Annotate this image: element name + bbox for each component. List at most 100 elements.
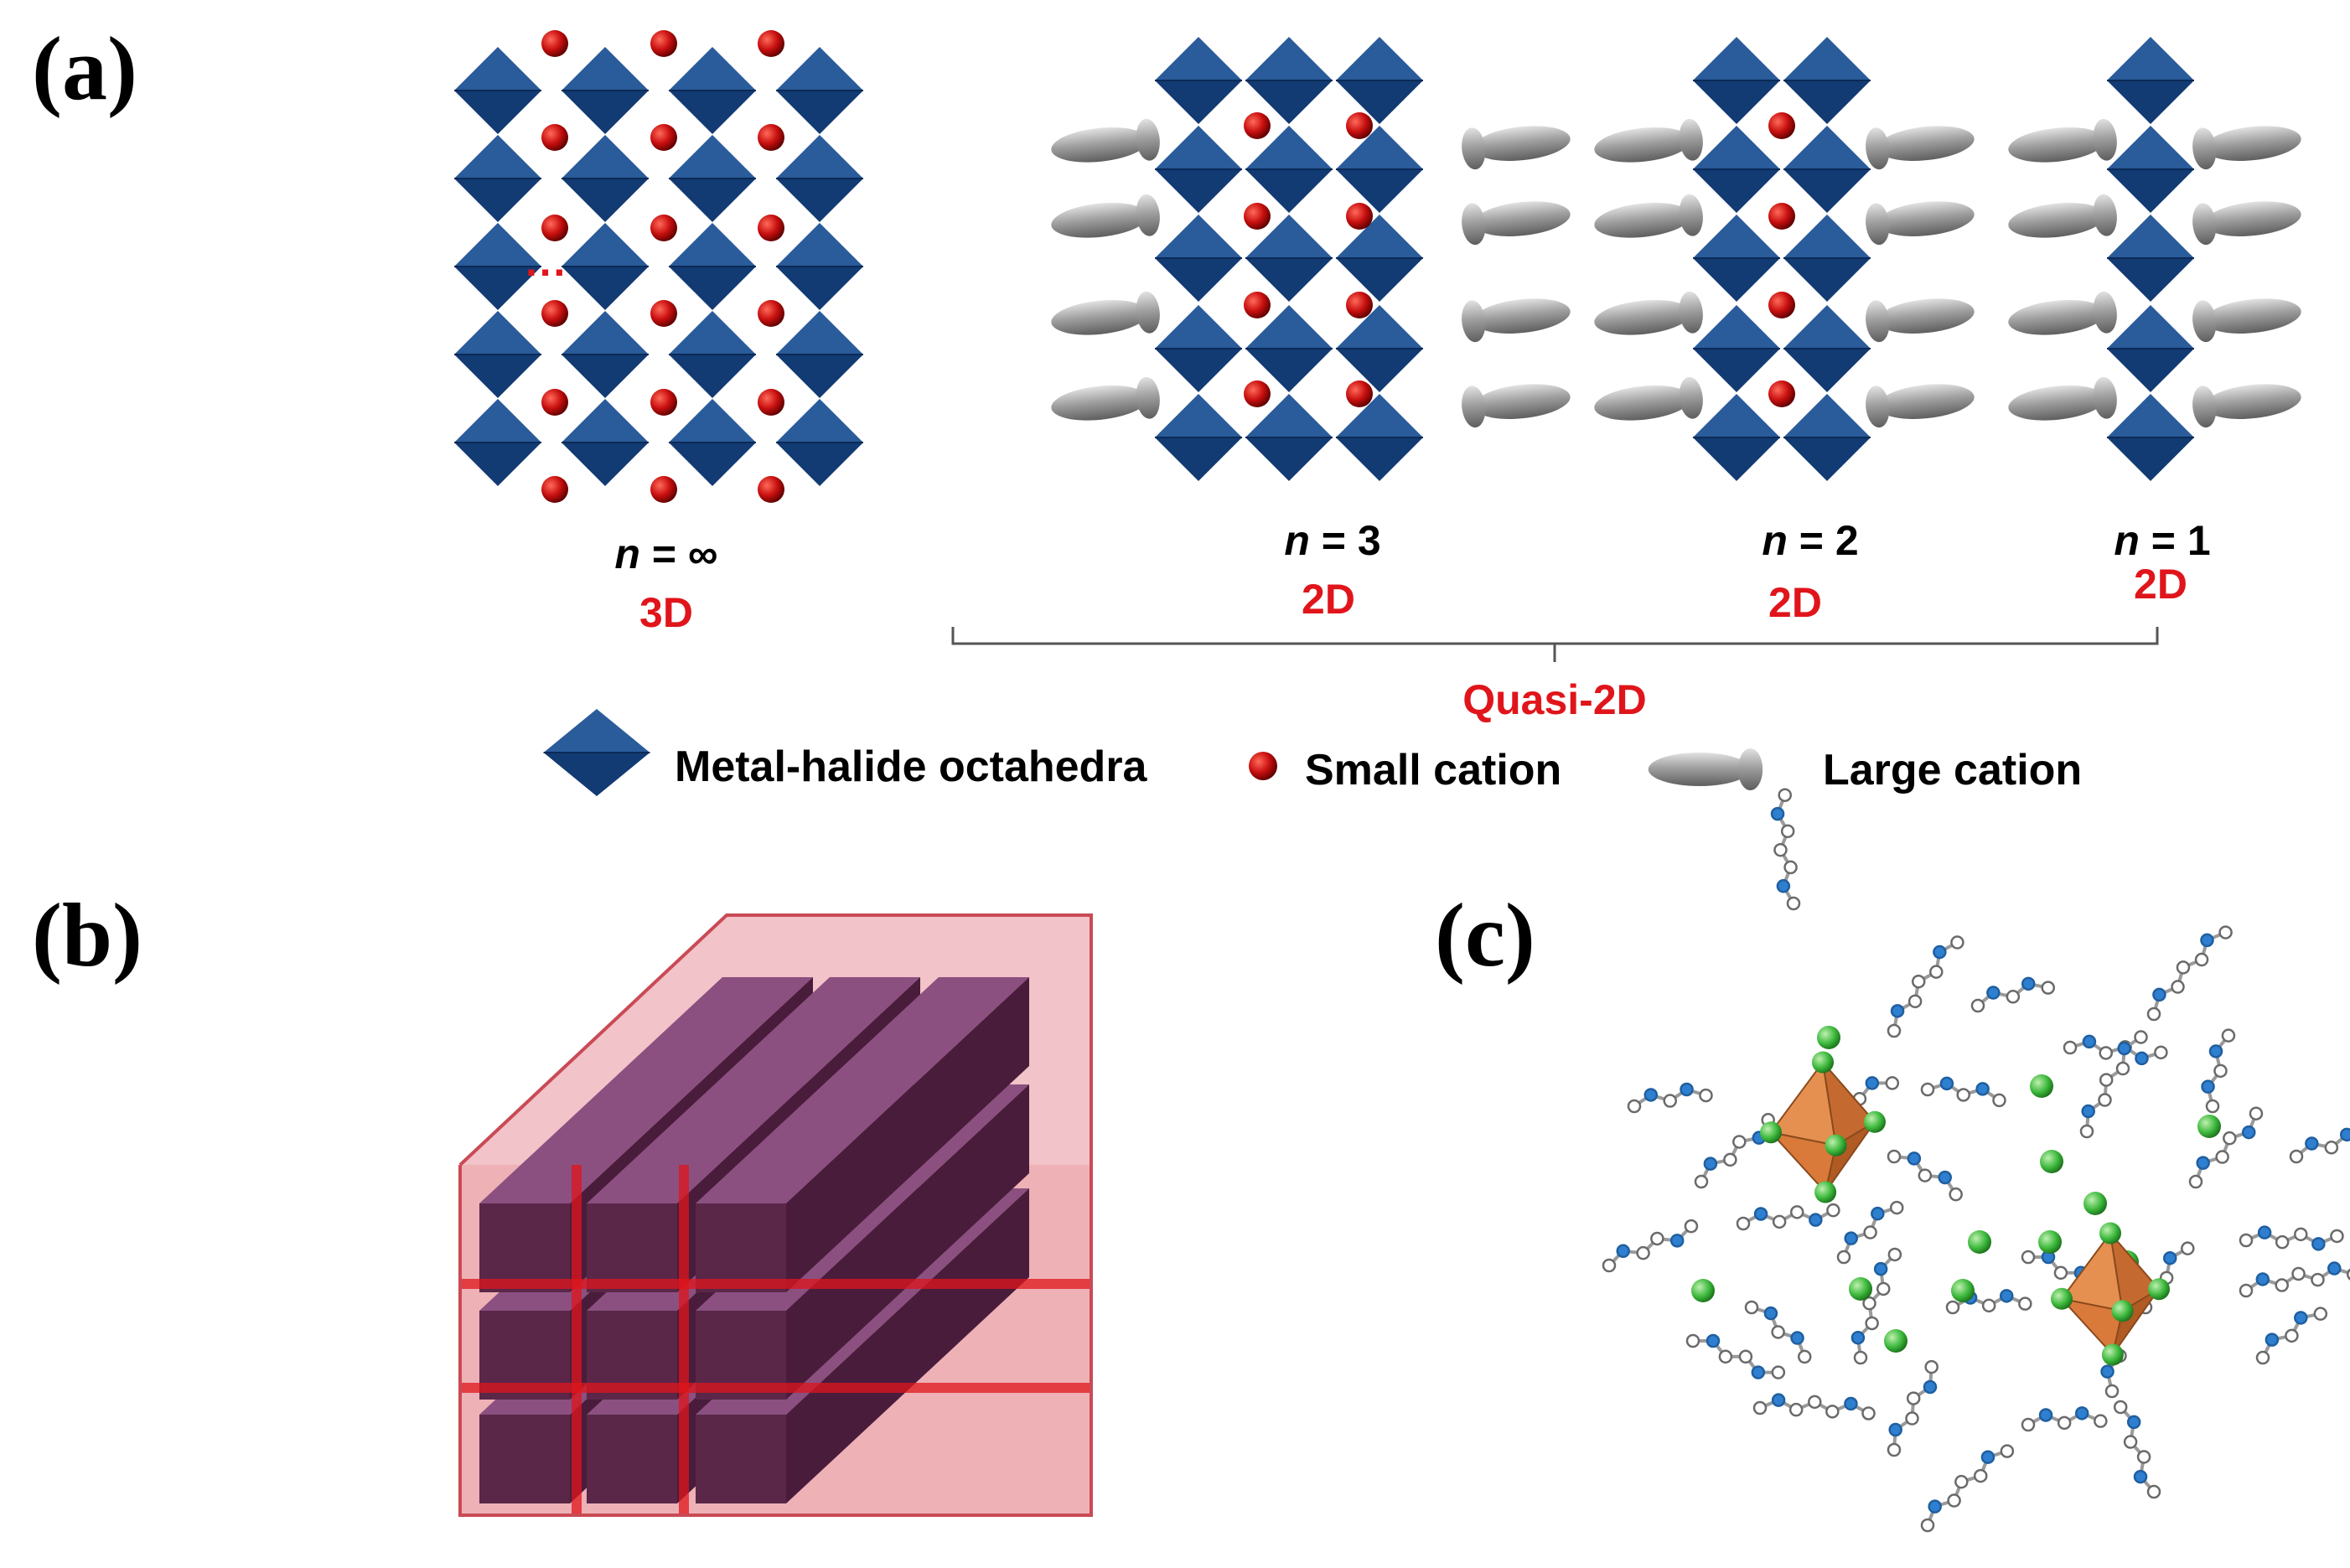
carbon-atom xyxy=(1862,1296,1876,1311)
small-cation xyxy=(1346,380,1373,407)
core-rod-top xyxy=(479,977,813,1203)
nitrogen-atom xyxy=(2339,1127,2350,1142)
nitrogen-atom xyxy=(1938,1170,1952,1185)
octahedron xyxy=(1783,393,1871,482)
small-cation xyxy=(650,124,677,151)
bond xyxy=(1892,940,1959,1032)
octahedron xyxy=(1692,393,1781,482)
nitrogen-atom xyxy=(1703,1157,1718,1171)
octahedron xyxy=(453,134,542,223)
small-cation xyxy=(758,124,784,151)
carbon-atom xyxy=(1778,788,1792,802)
carbon-atom xyxy=(2146,1484,2161,1499)
nitrogen-atom xyxy=(1753,1207,1768,1221)
nitrogen-atom xyxy=(1980,1450,1995,1464)
carbon-atom xyxy=(1863,1225,1877,1239)
carbon-atom xyxy=(2000,1444,2015,1458)
small-cation xyxy=(1346,292,1373,318)
small-cation xyxy=(1244,380,1271,407)
carbon-atom xyxy=(2188,1174,2203,1189)
nitrogen-atom xyxy=(2294,1311,2308,1325)
shell-outline xyxy=(458,913,1093,1517)
label-quasi-2d: Quasi-2D xyxy=(1462,676,1647,723)
nitrogen-atom xyxy=(2257,1225,2272,1239)
large-cation xyxy=(1592,375,1706,429)
nitrogen-atom xyxy=(2074,1406,2089,1421)
carbon-atom xyxy=(2181,1241,2195,1255)
nitrogen-atom xyxy=(2241,1125,2256,1140)
large-cation xyxy=(2006,193,2120,246)
carbon-atom xyxy=(2099,1046,2113,1060)
carbon-atom xyxy=(2063,1040,2078,1055)
carbon-atom xyxy=(1772,1214,1787,1229)
octahedron xyxy=(2106,36,2195,125)
octahedron xyxy=(775,398,864,487)
label-n1: n = 1 xyxy=(2114,517,2210,564)
nanowire-array-block xyxy=(458,913,1093,1517)
small-cation xyxy=(650,476,677,503)
carbon-atom xyxy=(1911,974,1926,989)
nitrogen-atom xyxy=(2311,1237,2326,1251)
octahedron xyxy=(1783,214,1871,303)
legend: Metal-halide octahedra Small cation Larg… xyxy=(542,707,2082,798)
octahedron xyxy=(561,310,650,399)
small-cation xyxy=(650,389,677,416)
large-cation xyxy=(1459,193,1573,246)
halide-atom xyxy=(1760,1121,1782,1144)
octahedron xyxy=(1692,36,1781,125)
carbon-atom xyxy=(1738,1349,1753,1364)
carbon-atom xyxy=(1956,1088,1970,1102)
octahedron xyxy=(453,46,542,135)
carbon-atom xyxy=(1836,1250,1851,1265)
nitrogen-atom xyxy=(1790,1331,1804,1345)
halide-atom xyxy=(2111,1300,2134,1322)
n-value: = ∞ xyxy=(640,530,718,577)
carbon-atom xyxy=(1918,1168,1933,1182)
core-rod-top xyxy=(587,977,920,1203)
octahedron xyxy=(1783,125,1871,214)
carbon-atom xyxy=(2249,1106,2264,1120)
quasi-2d-bracket xyxy=(951,627,2159,662)
carbon-atom xyxy=(2194,952,2209,967)
nitrogen-atom xyxy=(1751,1365,1766,1379)
panel-a-label: (a) xyxy=(32,19,137,119)
carbon-atom xyxy=(2239,1283,2254,1298)
halide-atom xyxy=(1691,1279,1715,1302)
nitrogen-atom xyxy=(1706,1333,1721,1348)
octahedron xyxy=(561,398,650,487)
nitrogen-atom xyxy=(1844,1396,1858,1411)
octahedron xyxy=(453,310,542,399)
carbon-atom xyxy=(2134,1030,2148,1044)
nitrogen-atom xyxy=(2265,1333,2280,1347)
large-cation xyxy=(1048,117,1162,171)
carbon-atom xyxy=(2346,1268,2350,1281)
carbon-atom xyxy=(2223,1131,2237,1146)
nitrogen-atom xyxy=(1873,1261,1888,1276)
carbon-atom xyxy=(2171,980,2185,994)
octahedron xyxy=(561,222,650,311)
small-cation xyxy=(650,300,677,327)
large-cation xyxy=(2190,193,2304,246)
label-n-infinity: n = ∞ xyxy=(614,530,717,577)
large-cation xyxy=(1048,193,1162,246)
label-3d: 3D xyxy=(639,589,693,636)
carbon-atom xyxy=(2291,1266,2306,1281)
carbon-atom xyxy=(1954,1474,1969,1489)
carbon-atom xyxy=(2123,1435,2138,1449)
halide-atom xyxy=(1968,1230,1991,1254)
nitrogen-atom xyxy=(1890,1004,1905,1018)
metal-octahedron-face xyxy=(1825,1120,1876,1193)
halide-atom xyxy=(1814,1181,1837,1203)
carbon-atom xyxy=(2311,1272,2325,1287)
nitrogen-atom xyxy=(1809,1213,1823,1227)
carbon-atom xyxy=(1929,965,1944,979)
nitrogen-atom xyxy=(2126,1415,2141,1430)
carbon-atom xyxy=(1773,842,1788,857)
large-cation xyxy=(1863,117,1977,171)
small-cation xyxy=(758,30,784,57)
nitrogen-atom xyxy=(2200,933,2214,948)
octahedron xyxy=(561,134,650,223)
octahedron xyxy=(668,398,757,487)
nitrogen-atom xyxy=(2201,1079,2215,1094)
large-cation xyxy=(2006,290,2120,344)
